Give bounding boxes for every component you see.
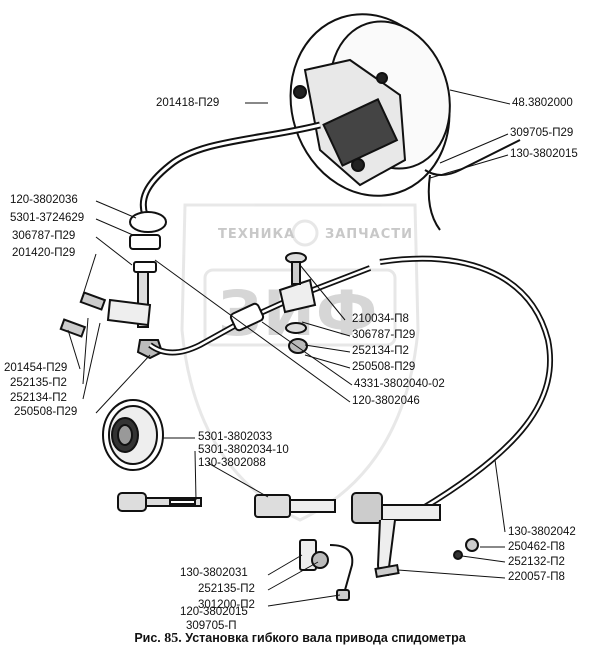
watermark-text-1: ТЕХНИКА: [218, 227, 295, 242]
label-5301-3802033: 5301-3802033: [198, 431, 273, 443]
label-201454: 201454-П29: [4, 362, 68, 374]
label-201420: 201420-П29: [12, 247, 76, 259]
label-120-3802046: 120-3802046: [352, 395, 420, 407]
label-4331: 4331-3802040-02: [354, 378, 445, 390]
label-309705-top: 309705-П29: [510, 127, 574, 139]
label-250462: 250462-П8: [508, 541, 565, 553]
watermark-text-2: ЗАПЧАСТИ: [325, 227, 413, 242]
label-130-3802042: 130-3802042: [508, 526, 576, 538]
upper-flexible-shaft: [139, 121, 521, 231]
label-252135-left: 252135-П2: [10, 377, 67, 389]
figure-caption: Рис. 85. Установка гибкого вала привода …: [0, 631, 600, 647]
label-306787-left: 306787-П29: [12, 230, 76, 242]
label-201418: 201418-П29: [156, 97, 220, 109]
label-252134-left: 252134-П2: [10, 392, 67, 404]
label-252134-right: 252134-П2: [352, 345, 409, 357]
speedometer-housing: [289, 13, 451, 197]
label-252135-bottom: 252135-П2: [198, 583, 255, 595]
label-130-3802031: 130-3802031: [180, 567, 248, 579]
label-306787-right: 306787-П29: [352, 329, 416, 341]
label-250508-left: 250508-П29: [14, 406, 78, 418]
label-120-3802036: 120-3802036: [10, 194, 78, 206]
label-5301-3724629: 5301-3724629: [10, 212, 85, 224]
label-220057: 220057-П8: [508, 571, 565, 583]
left-bracket-assembly: [59, 211, 167, 360]
caption-prefix: Рис.: [134, 631, 161, 645]
label-250508-right: 250508-П29: [352, 361, 416, 373]
label-301200: 301200-П2: [198, 599, 255, 611]
label-120-3802015-bottom: 120-3802015: [180, 606, 248, 618]
caption-text: Установка гибкого вала привода спидометр…: [185, 631, 466, 645]
label-130-3802015-top: 130-3802015: [510, 148, 578, 160]
gearbox-adapter: [254, 492, 441, 577]
label-309705-bottom: 309705-П: [186, 620, 237, 632]
leader-lines: [67, 89, 511, 607]
label-48-3802000: 48.3802000: [512, 97, 573, 109]
clamp-assembly: [229, 252, 317, 354]
bottom-bracket: [299, 538, 479, 601]
label-252132: 252132-П2: [508, 556, 565, 568]
caption-number: 85.: [164, 631, 182, 646]
drive-gear: [102, 399, 164, 471]
driven-shaft: [117, 492, 202, 512]
label-5301-3802034: 5301-3802034-10: [198, 444, 289, 456]
label-210034: 210034-П8: [352, 313, 409, 325]
label-130-3802088: 130-3802088: [198, 457, 266, 469]
long-flexible-shaft: [379, 255, 554, 513]
